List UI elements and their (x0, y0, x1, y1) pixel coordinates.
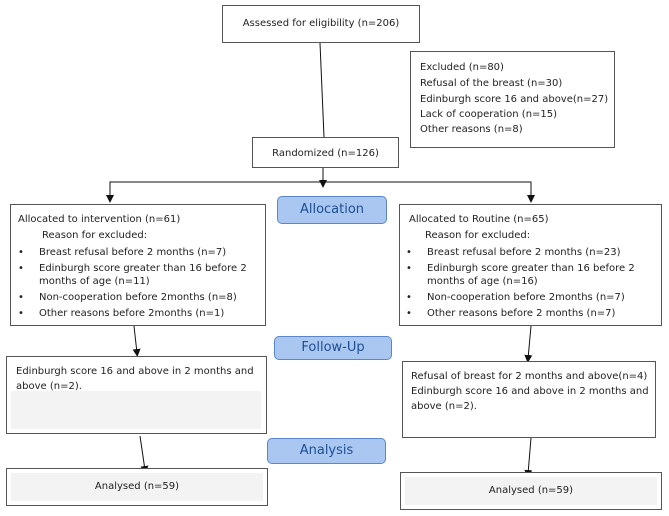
analysed-text: Analysed (n=59) (94, 481, 180, 492)
left-allocation-to-followup-arrow (132, 325, 141, 357)
right-followup-to-analysis-arrow (524, 437, 533, 478)
right-allocation-to-followup-arrow (524, 325, 533, 363)
analysed-text: Analysed (n=59) (488, 485, 574, 496)
excluded-item: Other reasons (n=8) (420, 124, 523, 135)
routine-reason-list: Breast refusal before 2 months (n=23) Ed… (403, 246, 635, 320)
eligibility-text: Assessed for eligibility (n=206) (242, 18, 400, 29)
followup-line: above (n=2). (411, 401, 477, 412)
routine-analysed-box: Analysed (n=59) (400, 472, 662, 510)
routine-followup-box: Refusal of breast for 2 months and above… (402, 361, 656, 438)
right-branch-arrow (323, 181, 535, 203)
reason-text-cont: months of age (n=11) (39, 276, 150, 287)
routine-reason-heading: Reason for excluded: (425, 230, 531, 241)
list-item: Other reasons before 2 months (n=7) (403, 307, 635, 320)
intervention-analysed-box: Analysed (n=59) (6, 468, 268, 506)
followup-line: Edinburgh score 16 and above in 2 months… (411, 386, 649, 397)
reason-text: Edinburgh score greater than 16 before 2 (427, 263, 635, 274)
excluded-item: Refusal of the breast (n=30) (420, 78, 563, 89)
excluded-title: Excluded (n=80) (420, 62, 504, 73)
followup-line: Edinburgh score 16 and above in 2 months… (16, 366, 254, 377)
intervention-allocated-text: Allocated to intervention (n=61) (18, 214, 181, 225)
reason-text-cont: months of age (n=16) (427, 276, 538, 287)
shaded-area (11, 473, 263, 501)
intervention-allocation-box: Allocated to intervention (n=61) Reason … (10, 204, 266, 326)
shaded-area (405, 477, 657, 505)
left-followup-to-analysis-arrow (139, 435, 149, 474)
reason-text: Edinburgh score greater than 16 before 2 (39, 263, 247, 274)
intervention-reason-list: Breast refusal before 2 months (n=7) Edi… (15, 246, 247, 320)
routine-allocated-text: Allocated to Routine (n=65) (409, 214, 549, 225)
randomized-text: Randomized (n=126) (272, 148, 379, 159)
intervention-reason-heading: Reason for excluded: (42, 230, 148, 241)
randomized-box: Randomized (n=126) (252, 137, 399, 168)
analysis-stage-label: Analysis (267, 438, 386, 464)
excluded-item: Lack of cooperation (n=15) (420, 109, 558, 120)
followup-stage-label: Follow-Up (274, 336, 392, 360)
routine-allocation-box: Allocated to Routine (n=65) Reason for e… (399, 204, 662, 326)
list-item: Other reasons before 2months (n=1) (15, 307, 247, 320)
list-item: Non-cooperation before 2months (n=8) (15, 291, 247, 304)
intervention-followup-box: Edinburgh score 16 and above in 2 months… (6, 356, 267, 434)
eligibility-box: Assessed for eligibility (n=206) (222, 5, 420, 43)
followup-line: Refusal of breast for 2 months and above… (411, 371, 648, 382)
followup-line: above (n=2). (16, 381, 82, 392)
excluded-item: Edinburgh score 16 and above(n=27) (420, 94, 609, 105)
list-item: Breast refusal before 2 months (n=23) (403, 246, 635, 259)
eligibility-to-randomized-line (319, 42, 325, 138)
list-item: Edinburgh score greater than 16 before 2… (403, 262, 635, 288)
excluded-box: Excluded (n=80) Refusal of the breast (n… (410, 51, 615, 148)
list-item: Edinburgh score greater than 16 before 2… (15, 262, 247, 288)
list-item: Breast refusal before 2 months (n=7) (15, 246, 247, 259)
left-branch-arrow (106, 181, 323, 203)
list-item: Non-cooperation before 2months (n=7) (403, 291, 635, 304)
allocation-stage-label: Allocation (277, 196, 387, 224)
shaded-area (11, 391, 261, 429)
